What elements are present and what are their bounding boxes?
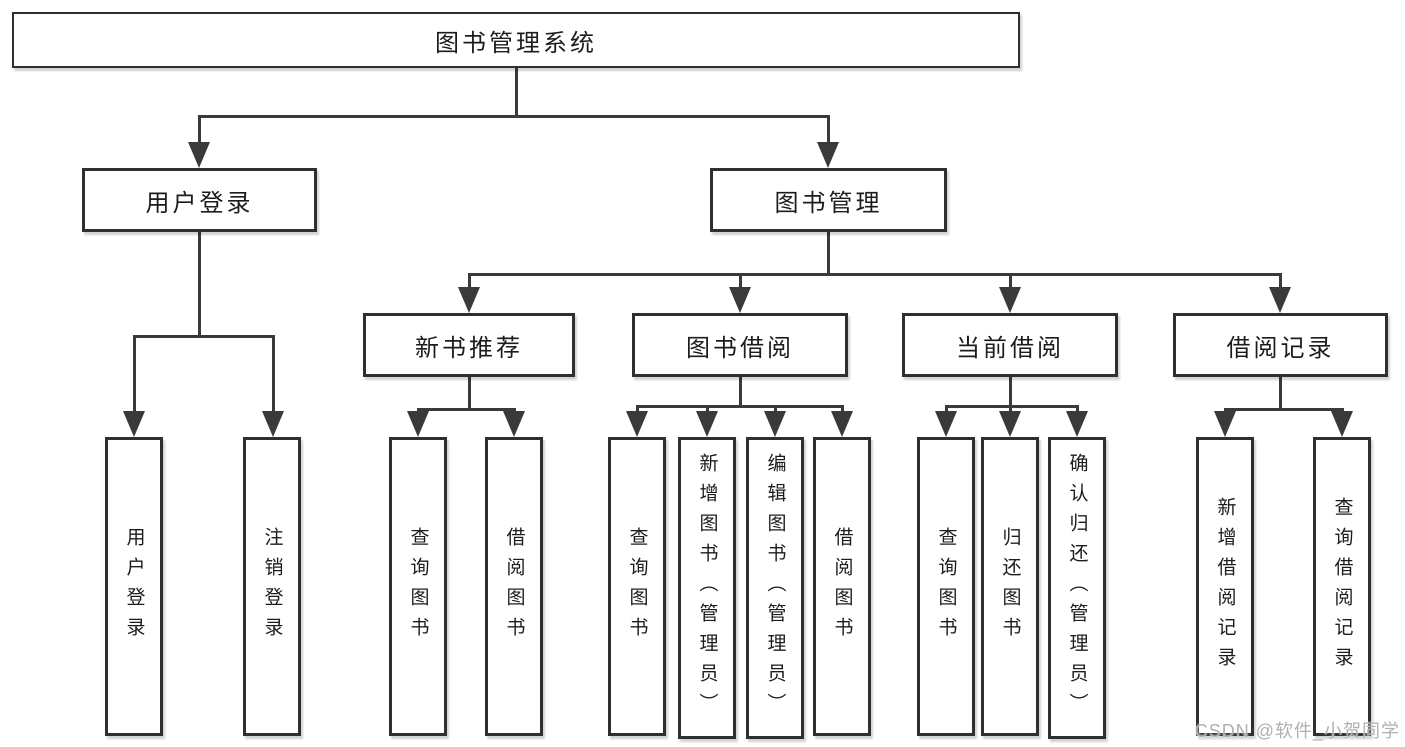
connector-line-vertical <box>514 67 518 117</box>
node-new-book-recommend: 新书推荐 <box>363 313 575 377</box>
connector-line-vertical <box>467 377 471 410</box>
connector-line-vertical <box>705 405 709 415</box>
node-query-books-current: 查询图书 <box>917 437 975 736</box>
arrowhead-down-icon <box>503 411 525 437</box>
arrowhead-down-icon <box>407 411 429 437</box>
connector-line-vertical <box>1008 405 1012 415</box>
node-label: 查询图书 <box>935 526 957 647</box>
connector-line-horizontal <box>197 114 830 118</box>
connector-line-vertical <box>467 273 471 292</box>
connector-line-vertical <box>840 405 844 415</box>
connector-line-vertical <box>635 405 639 415</box>
node-logout: 注销登录 <box>243 437 301 736</box>
connector-line-vertical <box>1008 377 1012 407</box>
arrowhead-down-icon <box>999 411 1021 437</box>
node-query-books-recommend: 查询图书 <box>389 437 447 736</box>
connector-line-horizontal <box>467 272 1282 276</box>
arrowhead-down-icon <box>935 411 957 437</box>
node-label: 借阅图书 <box>503 526 525 647</box>
node-label: 图书借阅 <box>686 334 794 362</box>
arrowhead-down-icon <box>696 411 718 437</box>
connector-line-vertical <box>1278 377 1282 410</box>
arrowhead-down-icon <box>262 411 284 437</box>
arrowhead-down-icon <box>729 287 751 313</box>
connector-line-vertical <box>271 335 275 415</box>
connector-line-horizontal <box>1223 407 1344 411</box>
arrowhead-down-icon <box>999 287 1021 313</box>
connector-line-vertical <box>1278 273 1282 292</box>
node-label: 新增图书（管理员） <box>696 453 718 723</box>
node-user-login-leaf: 用户登录 <box>105 437 163 736</box>
arrowhead-down-icon <box>764 411 786 437</box>
arrowhead-down-icon <box>1269 287 1291 313</box>
node-label: 用户登录 <box>123 526 145 647</box>
arrowhead-down-icon <box>1066 411 1088 437</box>
node-book-management: 图书管理 <box>710 168 947 232</box>
node-label: 归还图书 <box>999 526 1021 647</box>
node-current-borrowing: 当前借阅 <box>902 313 1118 377</box>
node-label: 借阅记录 <box>1226 334 1335 362</box>
connector-line-vertical <box>826 115 830 147</box>
connector-line-horizontal <box>944 404 1079 408</box>
arrowhead-down-icon <box>458 287 480 313</box>
node-borrow-books-borrowing: 借阅图书 <box>813 437 871 736</box>
node-add-borrow-record: 新增借阅记录 <box>1196 437 1254 736</box>
node-book-borrowing: 图书借阅 <box>632 313 848 377</box>
arrowhead-down-icon <box>626 411 648 437</box>
connector-line-vertical <box>773 405 777 415</box>
node-add-books-admin: 新增图书（管理员） <box>678 437 736 739</box>
connector-line-vertical <box>132 335 136 415</box>
node-label: 借阅图书 <box>831 526 853 647</box>
node-label: 图书管理系统 <box>435 29 597 57</box>
connector-line-vertical <box>197 232 201 337</box>
node-label: 注销登录 <box>261 526 283 647</box>
csdn-watermark: CSDN @软件_小贺同学 <box>1194 721 1400 741</box>
node-label: 用户登录 <box>145 189 254 217</box>
node-label: 图书管理 <box>774 189 883 217</box>
connector-line-vertical <box>197 115 201 147</box>
node-label: 新增借阅记录 <box>1214 496 1236 677</box>
arrowhead-down-icon <box>831 411 853 437</box>
node-label: 当前借阅 <box>956 334 1064 362</box>
arrowhead-down-icon <box>1331 411 1353 437</box>
arrowhead-down-icon <box>1214 411 1236 437</box>
node-library-management-system: 图书管理系统 <box>12 12 1020 68</box>
connector-line-vertical <box>1075 405 1079 415</box>
node-label: 编辑图书（管理员） <box>764 453 786 723</box>
connector-line-vertical <box>944 405 948 415</box>
node-confirm-return-admin: 确认归还（管理员） <box>1048 437 1106 739</box>
node-label: 确认归还（管理员） <box>1066 453 1088 723</box>
connector-line-vertical <box>738 377 742 407</box>
node-label: 查询图书 <box>407 526 429 647</box>
node-return-books: 归还图书 <box>981 437 1039 736</box>
arrowhead-down-icon <box>123 411 145 437</box>
connector-line-vertical <box>738 273 742 292</box>
connector-line-horizontal <box>132 334 275 338</box>
node-label: 查询借阅记录 <box>1331 496 1353 677</box>
connector-line-vertical <box>1008 273 1012 292</box>
node-user-login: 用户登录 <box>82 168 317 232</box>
arrowhead-down-icon <box>188 142 210 168</box>
node-query-borrow-record: 查询借阅记录 <box>1313 437 1371 736</box>
arrowhead-down-icon <box>817 142 839 168</box>
connector-line-horizontal <box>416 407 516 411</box>
node-borrowing-records: 借阅记录 <box>1173 313 1388 377</box>
node-label: 新书推荐 <box>415 334 523 362</box>
connector-line-horizontal <box>635 404 844 408</box>
node-borrow-books-recommend: 借阅图书 <box>485 437 543 736</box>
node-edit-books-admin: 编辑图书（管理员） <box>746 437 804 739</box>
node-label: 查询图书 <box>626 526 648 647</box>
node-query-books-borrowing: 查询图书 <box>608 437 666 736</box>
connector-line-vertical <box>826 232 830 275</box>
